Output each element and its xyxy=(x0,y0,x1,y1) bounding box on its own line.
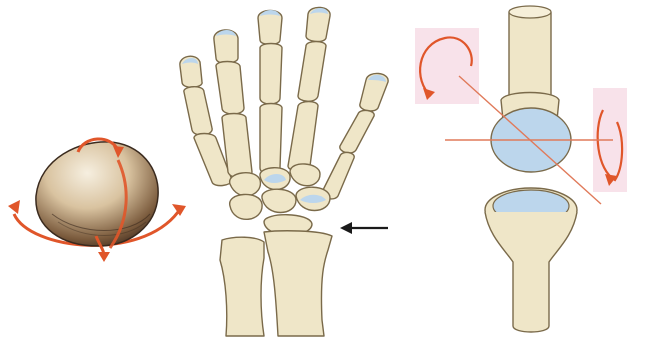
finger-middle xyxy=(258,11,282,175)
finger-thumb xyxy=(322,73,388,199)
curved-arrow-icon xyxy=(98,252,110,262)
radius-bone xyxy=(264,231,332,336)
pointer-arrow-icon xyxy=(340,222,388,234)
wrist-bones-drawing xyxy=(160,0,420,339)
lower-bone-shaft xyxy=(485,212,577,332)
curved-arrow-icon xyxy=(8,200,20,214)
wrist-panel xyxy=(160,0,420,339)
joint-panel xyxy=(405,0,649,339)
ellipsoid-joint-drawing xyxy=(405,0,649,339)
ulna-bone xyxy=(220,237,264,336)
finger-index xyxy=(288,7,330,171)
upper-bone-shaft xyxy=(509,8,551,101)
